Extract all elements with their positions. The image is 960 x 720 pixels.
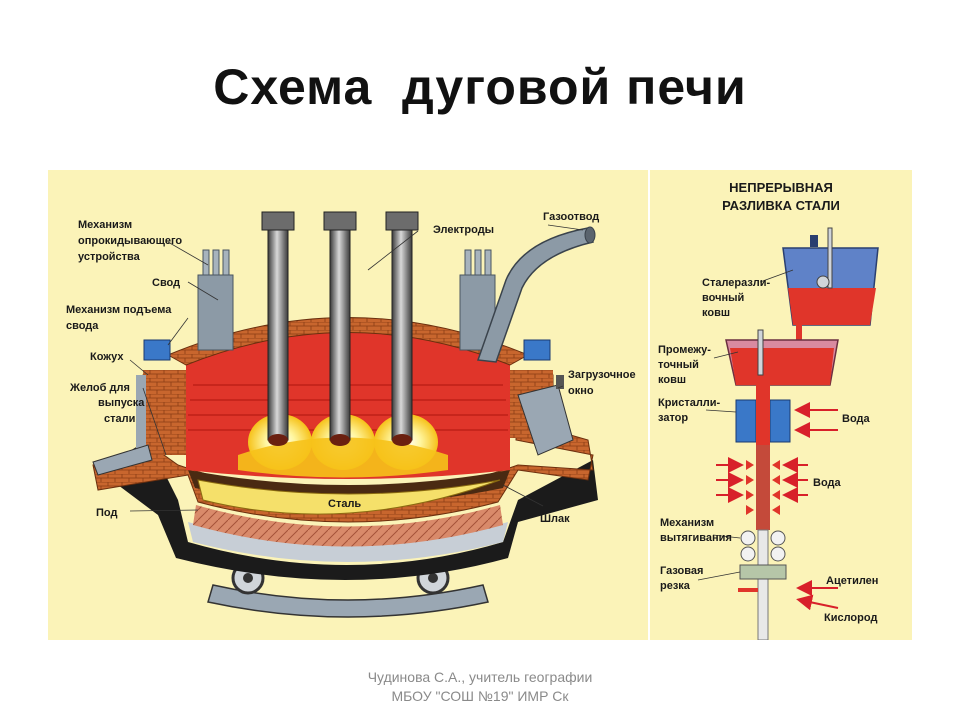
arc-furnace-diagram: Механизм опрокидывающего устройства Свод…: [48, 170, 912, 640]
tundish-stopper: [757, 329, 764, 376]
roof-lift-left: [143, 339, 171, 361]
label-tap-spout-3: стали: [104, 413, 135, 425]
left-wheel-hub: [243, 573, 253, 583]
leader-lines: [129, 224, 584, 512]
label-ladle-1: Сталеразли-: [702, 277, 770, 289]
label-crystallizer-2: затор: [658, 412, 688, 424]
label-hearth: Под: [96, 507, 117, 519]
label-tilt-mechanism-1: Механизм: [78, 219, 132, 231]
shell-insulation: [188, 522, 508, 562]
label-water-1: Вода: [842, 413, 871, 425]
steel-strand: [757, 529, 769, 640]
charging-door: [517, 384, 574, 456]
label-ladle-3: ковш: [702, 307, 730, 319]
footer-school: МБОУ "СОШ №19" ИМР Ск: [391, 688, 569, 704]
casing-left: [136, 375, 146, 450]
slide-title: Схема дуговой печи: [213, 59, 747, 115]
steel-bath: [197, 479, 501, 515]
label-tundish-2: точный: [658, 359, 699, 371]
label-oxygen: Кислород: [824, 612, 877, 624]
label-tilt-mechanism-2: опрокидывающего: [78, 235, 182, 247]
strand-hot: [756, 385, 770, 445]
label-charging-door-1: Загрузочное: [568, 369, 636, 381]
label-gas-cut-2: резка: [660, 580, 691, 592]
crystallizer-left: [735, 399, 757, 443]
ladle-stopper: [827, 227, 833, 289]
ladle-hook: [810, 235, 818, 247]
left-wall: [143, 370, 186, 455]
label-acetylene: Ацетилен: [826, 575, 878, 587]
tilt-cradle: [207, 584, 489, 618]
label-water-2: Вода: [813, 477, 842, 489]
label-roof: Свод: [152, 277, 180, 289]
label-tap-spout-2: выпуска: [98, 397, 145, 409]
label-casing: Кожух: [90, 351, 124, 363]
label-charging-door-2: окно: [568, 385, 594, 397]
ladle-valve: [816, 275, 830, 289]
casting-header-2: РАЗЛИВКА СТАЛИ: [722, 198, 840, 213]
electrode-1: [261, 211, 295, 446]
tundish-molten-steel: [730, 348, 834, 385]
label-tundish-1: Промежу-: [658, 344, 711, 356]
casting-header-1: НЕПРЕРЫВНАЯ: [729, 180, 833, 195]
label-withdrawal-1: Механизм: [660, 517, 714, 529]
label-ladle-2: вочный: [702, 292, 744, 304]
gas-cutter: [739, 564, 787, 580]
footer-author: Чудинова С.А., учитель географии: [367, 669, 593, 685]
tap-spout: [92, 444, 153, 476]
charging-door-handle: [556, 375, 564, 389]
label-crystallizer-1: Кристалли-: [658, 397, 721, 409]
flow-arrows: [716, 402, 839, 611]
label-gas-outlet: Газоотвод: [543, 211, 599, 223]
footer: Чудинова С.А., учитель географии МБОУ "С…: [0, 668, 960, 706]
cutting-flame: [738, 588, 758, 592]
electrode-3: [385, 211, 419, 446]
cooling-rollers: [746, 445, 780, 530]
label-roof-lift-2: свода: [66, 320, 99, 332]
label-tap-spout-1: Желоб для: [69, 382, 130, 394]
hearth: [193, 505, 503, 547]
casting-panel: НЕПРЕРЫВНАЯ РАЗЛИВКА СТАЛИ: [650, 170, 912, 640]
ladle-molten-steel: [788, 288, 876, 325]
label-tundish-3: ковш: [658, 374, 686, 386]
label-withdrawal-2: вытягивания: [660, 532, 732, 544]
label-slag: Шлак: [540, 513, 570, 525]
right-wheel-hub: [428, 573, 438, 583]
gas-outlet-mouth: [584, 226, 596, 244]
roof-lift-right: [523, 339, 551, 361]
arc-zone: [238, 437, 448, 478]
label-tilt-mechanism-3: устройства: [78, 251, 141, 263]
label-electrodes: Электроды: [433, 224, 494, 236]
crystallizer-right: [769, 399, 791, 443]
electrode-2: [323, 211, 357, 446]
tilt-mechanism-left: [197, 249, 234, 351]
casting-leader-lines: [697, 269, 794, 581]
label-roof-lift-1: Механизм подъема: [66, 304, 172, 316]
withdrawal-rollers: [740, 530, 786, 562]
label-steel: Сталь: [328, 498, 361, 510]
furnace-panel: Механизм опрокидывающего устройства Свод…: [48, 170, 648, 640]
label-gas-cut-1: Газовая: [660, 565, 703, 577]
pour-stream-1: [796, 325, 802, 343]
